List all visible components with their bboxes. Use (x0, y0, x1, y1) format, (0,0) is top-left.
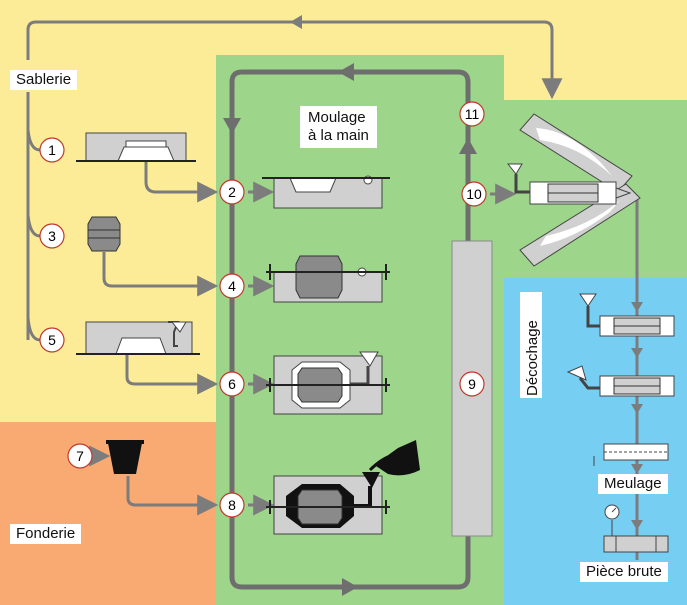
zone-label-sablerie: Sablerie (10, 70, 78, 90)
step-11: 11 (459, 101, 485, 127)
flask-5 (76, 321, 200, 355)
arrow-1-2 (144, 162, 219, 203)
decochage-stage-2 (566, 365, 675, 397)
loop-arrow-right (459, 138, 477, 154)
step-10: 10 (461, 181, 487, 207)
loop-arrow-left (223, 118, 241, 134)
loop-arrow-bottom (342, 578, 358, 596)
core-3 (87, 216, 121, 252)
svg-text:6: 6 (228, 376, 236, 392)
zone-fonderie (0, 422, 216, 605)
flask-1 (76, 132, 196, 162)
mould-station-6 (266, 351, 390, 415)
loop-arrow-top (338, 63, 354, 81)
step-2: 2 (219, 179, 245, 205)
sand-distribution (26, 92, 41, 342)
svg-text:9: 9 (468, 376, 476, 392)
mould-station-4 (266, 255, 390, 303)
zone-label-moulage: Moulage à la main (300, 106, 377, 148)
step-8: 8 (219, 492, 245, 518)
svg-text:8: 8 (228, 497, 236, 513)
svg-text:5: 5 (48, 332, 56, 348)
svg-text:Décochage: Décochage (524, 320, 541, 396)
mould-station-8 (266, 440, 420, 535)
arrow-5-6 (125, 355, 219, 395)
decochage-stage-1 (579, 293, 675, 337)
zone-label-fonderie: Fonderie (10, 524, 82, 544)
step-6: 6 (219, 371, 245, 397)
step-9: 9 (459, 371, 485, 397)
arrow-3-4 (102, 252, 219, 297)
zone-label-moulage-line2: à la main (308, 127, 369, 144)
crucible-7 (106, 440, 144, 474)
step-1: 1 (39, 137, 65, 163)
zone-label-decochage: Décochage (520, 292, 542, 398)
svg-text:11: 11 (465, 106, 480, 122)
svg-text:4: 4 (228, 278, 236, 294)
svg-text:2: 2 (228, 184, 236, 200)
svg-text:1: 1 (48, 142, 56, 158)
zone-label-moulage-line1: Moulage (308, 109, 366, 126)
step-4: 4 (219, 273, 245, 299)
piece-brute-part (603, 504, 669, 553)
step-3: 3 (39, 223, 65, 249)
step-5: 5 (39, 327, 65, 353)
svg-text:10: 10 (466, 186, 482, 202)
mould-station-2 (262, 175, 390, 209)
label-meulage: Meulage (598, 474, 668, 494)
label-piece-brute: Pièce brute (580, 562, 668, 582)
step-markers: 1 2 3 4 5 6 7 8 9 10 11 (39, 101, 487, 518)
step-7: 7 (67, 443, 93, 469)
sand-return-line (26, 20, 563, 100)
svg-text:3: 3 (48, 228, 56, 244)
shakeout-machine (506, 113, 641, 267)
meulage-part (593, 443, 669, 466)
svg-text:7: 7 (76, 448, 84, 464)
arrow-7-8 (126, 476, 219, 516)
